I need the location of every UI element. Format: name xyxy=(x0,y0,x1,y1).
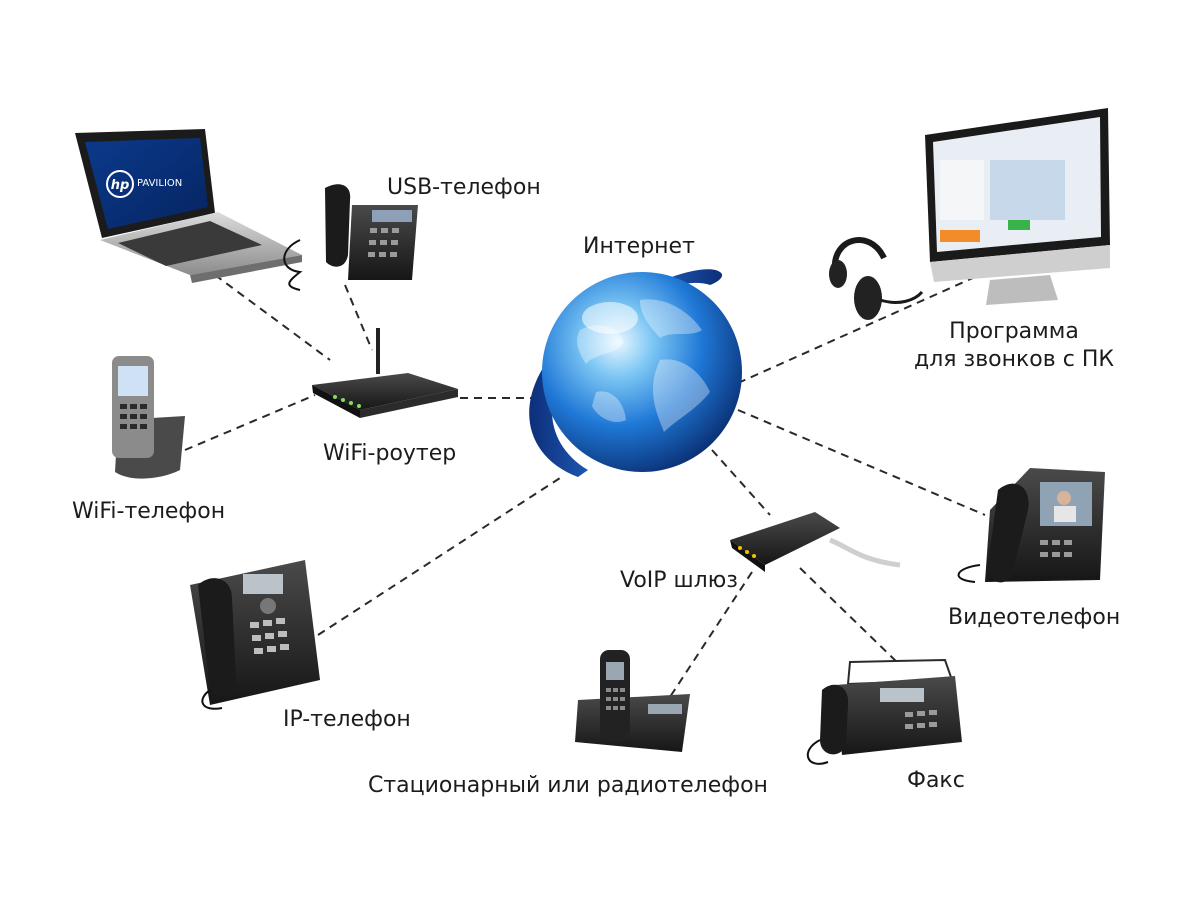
voip-gateway-icon xyxy=(730,512,901,572)
headset-icon xyxy=(829,237,924,320)
label-landline-phone: Стационарный или радиотелефон xyxy=(368,773,768,798)
wifi-router-icon xyxy=(312,328,458,418)
label-pc-program-line2: для звонков с ПК xyxy=(914,346,1114,372)
laptop-brand-logo: hp xyxy=(111,178,130,193)
ip-phone-icon xyxy=(190,560,320,710)
label-fax: Факс xyxy=(907,768,965,793)
label-pc-program-line1: Программа xyxy=(949,319,1079,344)
internet-globe-icon xyxy=(529,269,742,477)
line-gateway-landline xyxy=(667,571,753,701)
connection-lines xyxy=(184,274,986,701)
fax-icon xyxy=(806,658,962,765)
wifi-phone-icon xyxy=(112,356,185,479)
line-usbphone-router xyxy=(344,284,373,351)
label-voip-gateway: VoIP шлюз xyxy=(620,568,738,593)
line-internet-gateway xyxy=(711,449,771,516)
line-ipphone-internet xyxy=(317,477,561,636)
label-wifi-router: WiFi-роутер xyxy=(323,441,457,466)
label-ip-phone: IP-телефон xyxy=(283,707,411,732)
usb-phone-icon xyxy=(283,184,418,291)
laptop-brand-name: PAVILION xyxy=(137,178,182,189)
label-usb-phone: USB-телефон xyxy=(387,175,541,200)
laptop-icon: hp PAVILION xyxy=(75,129,302,283)
line-gateway-fax xyxy=(799,567,901,666)
label-pc-program: Программа для звонков с ПК xyxy=(908,318,1120,373)
label-internet: Интернет xyxy=(583,234,695,259)
landline-phone-icon xyxy=(575,650,690,752)
pc-monitor-icon xyxy=(925,108,1110,305)
line-laptop-router xyxy=(214,274,331,361)
label-video-phone: Видеотелефон xyxy=(948,605,1121,630)
line-wifiphone-router xyxy=(184,394,316,451)
video-phone-icon xyxy=(957,468,1105,583)
label-wifi-phone: WiFi-телефон xyxy=(72,499,226,524)
line-internet-pc xyxy=(737,276,976,384)
line-internet-videophone xyxy=(737,409,986,516)
